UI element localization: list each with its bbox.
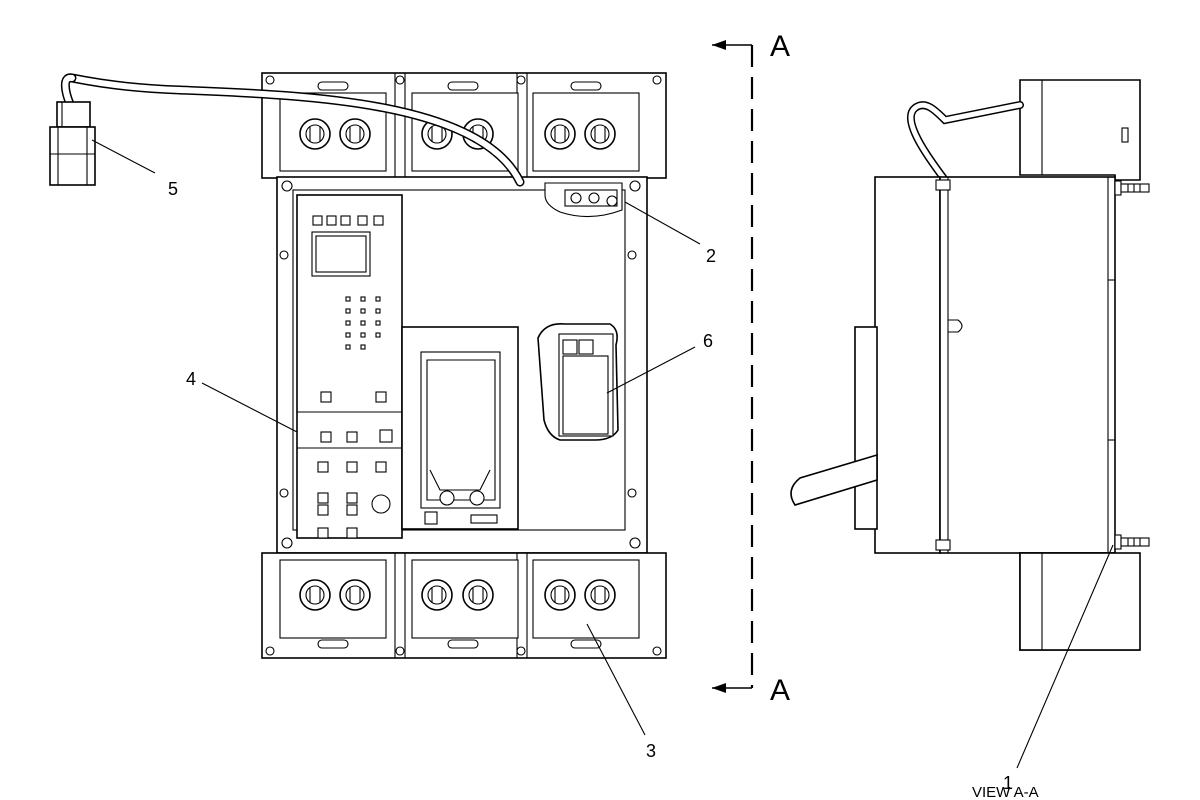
callout-6: 6 [703, 331, 713, 351]
section-line [712, 40, 754, 693]
callout-4: 4 [186, 369, 196, 389]
trip-unit [296, 194, 403, 539]
cable-connector [49, 101, 96, 186]
accessory-module [537, 322, 619, 441]
callout-3: 3 [646, 741, 656, 761]
trip-unit-led-grid [345, 296, 381, 350]
handle-window [401, 326, 519, 530]
callout-2: 2 [706, 246, 716, 266]
top-terminal-screws [299, 118, 616, 150]
cable-harness [60, 73, 525, 187]
front-view [49, 72, 667, 659]
wiring-terminal-strip [544, 182, 623, 218]
mounting-screw-bottom [1114, 534, 1150, 550]
callout-leaders [91, 139, 1114, 769]
callout-1: 1 [1003, 773, 1013, 793]
side-view [790, 79, 1150, 651]
view-caption: VIEW A-A [972, 784, 1039, 800]
mounting-screw-top [1114, 180, 1150, 196]
callout-5: 5 [168, 179, 178, 199]
bottom-terminal-screws [299, 579, 616, 611]
section-label-top: A [770, 30, 790, 63]
section-label-bottom: A [770, 674, 790, 707]
